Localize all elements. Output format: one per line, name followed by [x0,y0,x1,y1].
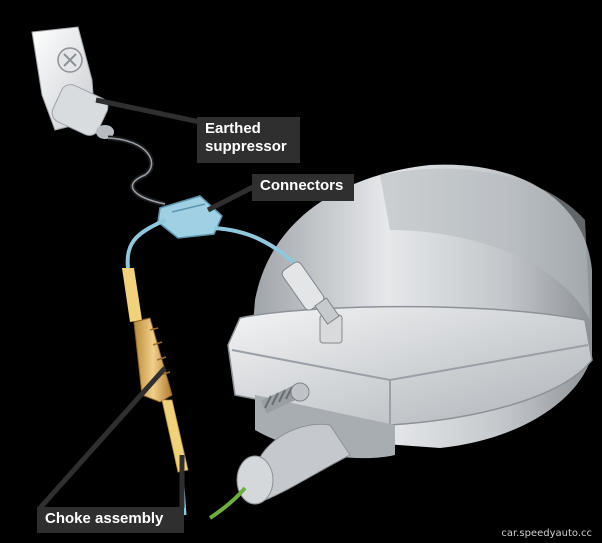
label-earthed-suppressor: Earthed suppressor [197,117,300,163]
screw-stud [260,382,310,414]
label-connectors: Connectors [252,174,354,201]
coil-lead-wire [213,226,302,270]
label-choke-assembly: Choke assembly [37,507,184,533]
choke [122,268,189,516]
choke-lead-wire [125,218,166,269]
earthed-suppressor [31,26,114,139]
leader-lines [38,97,255,510]
spade-terminal [281,261,340,325]
watermark: car.speedyauto.cc [501,528,592,539]
ignition-coil [208,164,593,520]
